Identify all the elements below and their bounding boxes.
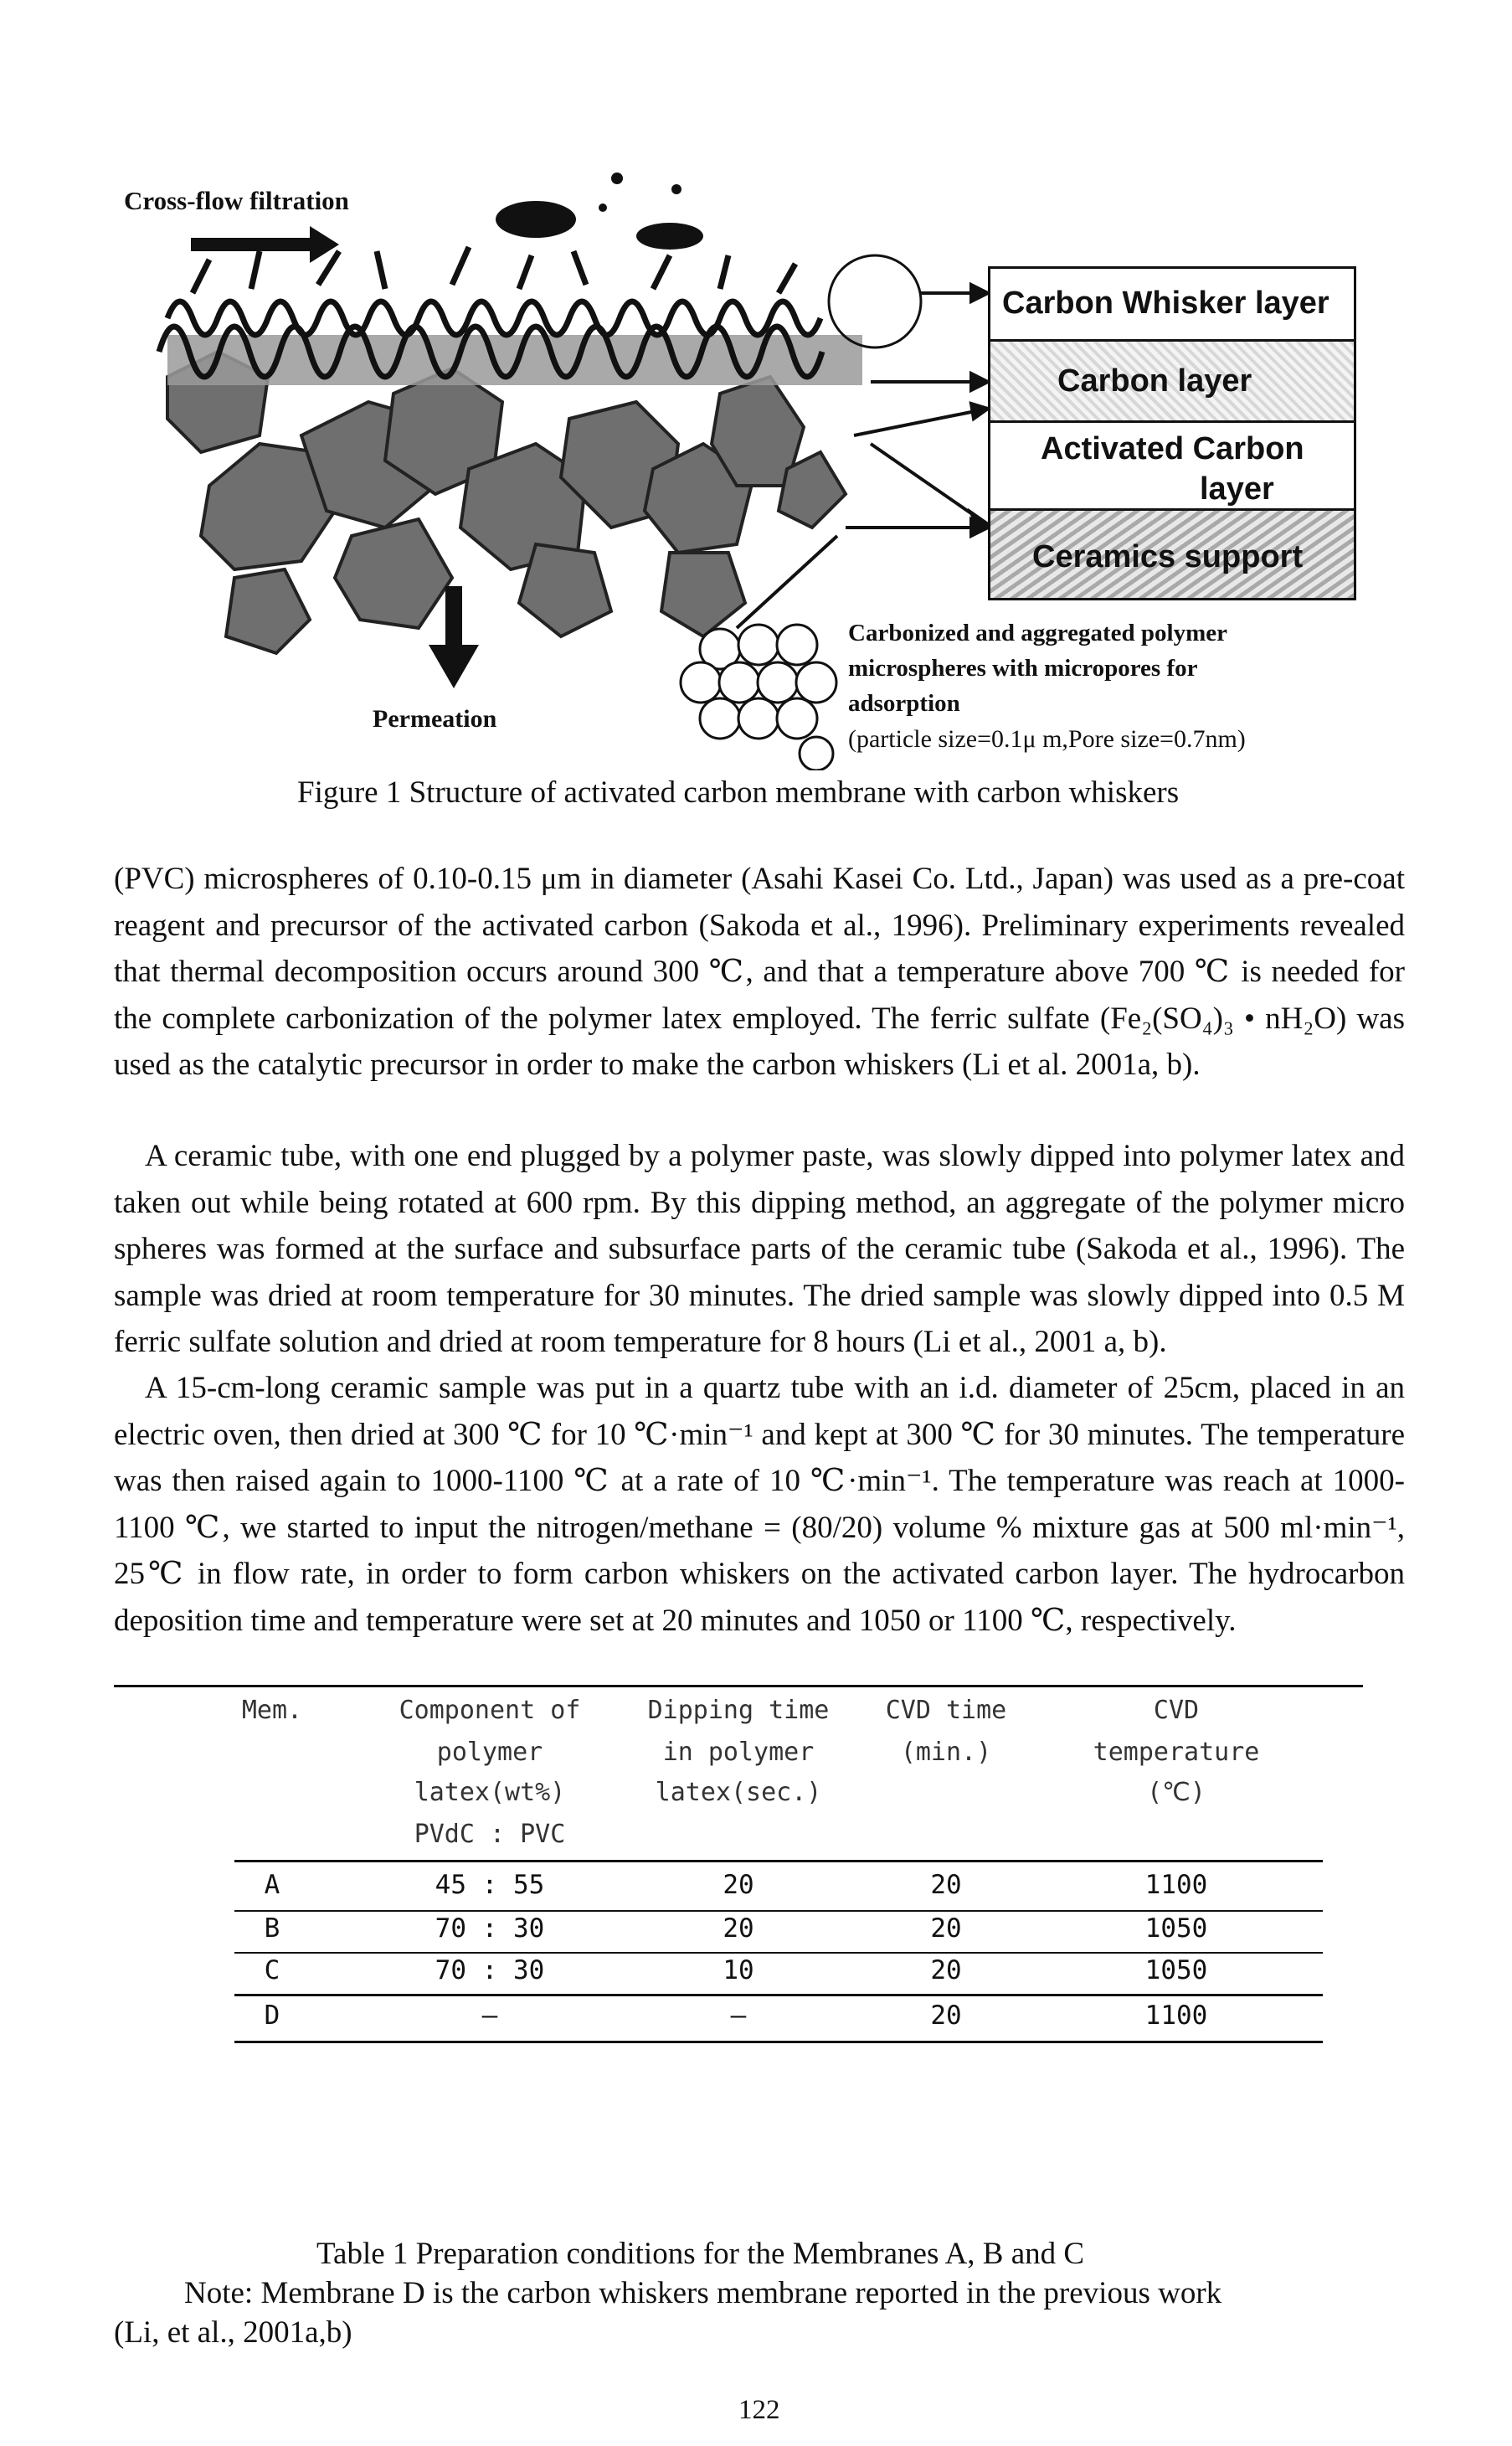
cell-cvd-temp: 1050 bbox=[1144, 1913, 1208, 1944]
cell-cvd-temp: 1100 bbox=[1144, 2001, 1208, 2031]
cell-cvd-time: 20 bbox=[930, 1870, 962, 1900]
ceramic-grains bbox=[166, 349, 848, 656]
table-row-rule bbox=[234, 1994, 1323, 1996]
membrane-illustration bbox=[156, 173, 992, 770]
header-mem: Mem. bbox=[241, 1696, 303, 1725]
carbon-whisker-layer-label: Carbon Whisker layer bbox=[1002, 286, 1329, 321]
activated-carbon-label-line1: Activated Carbon bbox=[1041, 431, 1304, 466]
cell-dipping: 10 bbox=[723, 1955, 754, 1985]
table-row-rule bbox=[234, 1910, 1323, 1912]
microsphere-text-line1: Carbonized and aggregated polymer bbox=[848, 620, 1227, 646]
cell-dipping: 20 bbox=[723, 1870, 754, 1900]
permeation-arrow bbox=[429, 586, 479, 688]
cell-cvd-time: 20 bbox=[930, 1955, 962, 1985]
microsphere-size-text: (particle size=0.1μ m,Pore size=0.7nm) bbox=[848, 725, 1246, 753]
table-header-rule bbox=[234, 1860, 1323, 1862]
cell-cvd-time: 20 bbox=[930, 1913, 962, 1944]
cell-mem: D bbox=[264, 2001, 280, 2031]
cell-component: 70 : 30 bbox=[435, 1913, 545, 1944]
particle-large bbox=[496, 201, 576, 238]
header-dipping-1: Dipping time bbox=[647, 1696, 830, 1725]
particle-mid bbox=[636, 223, 703, 250]
activated-carbon-label-line2: layer bbox=[1200, 471, 1274, 507]
carbon-whiskers bbox=[156, 245, 825, 380]
cell-mem: C bbox=[264, 1955, 280, 1985]
cell-mem: A bbox=[264, 1870, 280, 1900]
header-component-2: polymer bbox=[436, 1738, 543, 1767]
body-paragraph-1: (PVC) microspheres of 0.10-0.15 μm in di… bbox=[114, 862, 1405, 1083]
page-number: 122 bbox=[738, 2395, 780, 2425]
microsphere-text-line3: adsorption bbox=[848, 690, 960, 717]
header-cvd-temp-1: CVD bbox=[1153, 1696, 1200, 1725]
cell-cvd-time: 20 bbox=[930, 2001, 962, 2031]
cell-mem: B bbox=[264, 1913, 280, 1944]
activated-carbon-layer-box: Activated Carbon layer bbox=[988, 420, 1356, 511]
table-caption: Table 1 Preparation conditions for the M… bbox=[316, 2237, 1085, 2271]
cross-flow-label: Cross-flow filtration bbox=[124, 186, 349, 215]
cell-cvd-temp: 1050 bbox=[1144, 1955, 1208, 1985]
cell-cvd-temp: 1100 bbox=[1144, 1870, 1208, 1900]
header-cvd-time-1: CVD time bbox=[885, 1696, 1007, 1725]
carbon-whisker-layer-box: Carbon Whisker layer bbox=[988, 266, 1356, 342]
table-bottom-rule bbox=[234, 2041, 1323, 2043]
table-note-line2: (Li, et al., 2001a,b) bbox=[114, 2315, 352, 2350]
figure-caption: Figure 1 Structure of activated carbon m… bbox=[297, 775, 1180, 810]
carbon-layer-box: Carbon layer bbox=[988, 339, 1356, 423]
header-cvd-time-2: (min.) bbox=[900, 1738, 992, 1767]
cell-dipping: 20 bbox=[723, 1913, 754, 1944]
microsphere-text-line2: microspheres with micropores for bbox=[848, 655, 1198, 682]
microsphere-cluster-icon bbox=[679, 623, 838, 770]
cell-component: 45 : 55 bbox=[435, 1870, 545, 1900]
ceramics-support-label: Ceramics support bbox=[1032, 539, 1304, 574]
cell-component: – bbox=[481, 2001, 498, 2031]
carbon-layer-label: Carbon layer bbox=[1057, 363, 1252, 399]
cell-component: 70 : 30 bbox=[435, 1955, 545, 1985]
body-paragraph-2: A ceramic tube, with one end plugged by … bbox=[114, 1139, 1405, 1360]
magnifier-circle bbox=[827, 254, 923, 349]
header-component-1: Component of bbox=[399, 1696, 581, 1725]
membrane-structure-figure: Cross-flow filtration Permeation Carbon … bbox=[0, 0, 1512, 770]
ceramics-support-box: Ceramics support bbox=[988, 508, 1356, 600]
header-cvd-temp-2: temperature bbox=[1093, 1738, 1260, 1767]
header-cvd-temp-3: (℃) bbox=[1147, 1778, 1206, 1807]
table-note-line1: Note: Membrane D is the carbon whiskers … bbox=[184, 2276, 1222, 2310]
body-paragraph-3: A 15-cm-long ceramic sample was put in a… bbox=[114, 1371, 1405, 1638]
header-component-4: PVdC : PVC bbox=[414, 1820, 566, 1849]
header-dipping-3: latex(sec.) bbox=[655, 1778, 822, 1807]
header-component-3: latex(wt%) bbox=[414, 1778, 566, 1807]
cross-flow-arrow bbox=[191, 226, 339, 263]
table-row-rule bbox=[234, 1952, 1323, 1954]
table-top-rule bbox=[114, 1685, 1363, 1687]
cell-dipping: – bbox=[730, 2001, 747, 2031]
permeation-label: Permeation bbox=[373, 705, 497, 733]
layer-pointer-arrows bbox=[735, 281, 992, 630]
header-dipping-2: in polymer bbox=[662, 1738, 815, 1767]
